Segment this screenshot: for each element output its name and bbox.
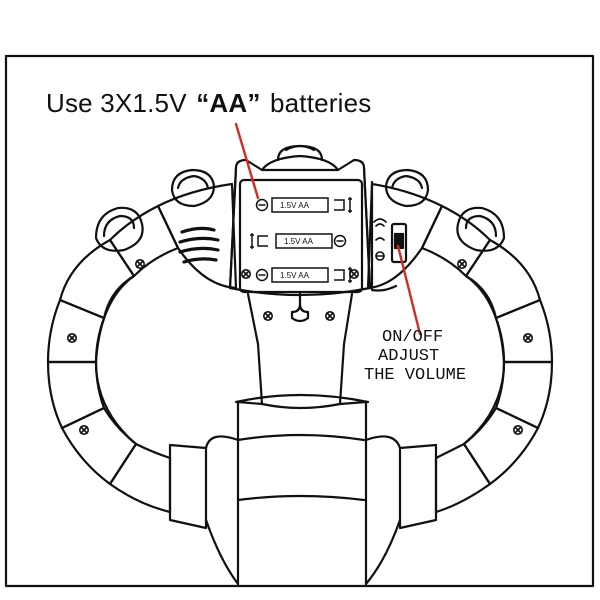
screw-icon [324,310,335,321]
screw-icon [241,268,252,279]
battery-compartment [228,158,372,323]
diagram-frame [4,54,595,588]
battery-instruction-suffix: batteries [269,88,372,118]
screw-icon [456,258,467,269]
switch-pointer [396,244,422,336]
battery-cells: 1.5V AA 1.5V AA 1.5V AA [250,197,352,283]
screw-icon [135,258,146,269]
pointer-lines [234,122,422,336]
screws [67,258,533,435]
screw-icon [79,424,90,435]
right-strap [398,443,438,530]
toy-body [168,292,438,586]
screw-icon [522,332,533,343]
screw-icon [262,310,273,321]
battery-cell: 1.5V AA [255,197,352,213]
battery-instruction: Use 3X1.5V “AA” batteries [46,88,372,119]
battery-cell-label: 1.5V AA [280,271,310,280]
battery-cell: 1.5V AA [255,267,352,283]
head-top [260,144,340,172]
battery-cell-label: 1.5V AA [280,201,310,210]
battery-cell: 1.5V AA [250,233,347,249]
screw-icon [348,268,359,279]
switch-note: ON/OFF ADJUST THE VOLUME [364,328,466,385]
volume-switch[interactable] [390,222,408,264]
left-inner-contour [94,274,138,446]
speaker-grille [178,226,220,264]
left-shoulder-buttons [94,168,216,252]
screw-icon [67,332,78,343]
switch-note-line1: ON/OFF [382,328,444,347]
switch-note-line3: THE VOLUME [364,366,467,385]
screw-icon [512,424,523,435]
battery-type: “AA” [196,88,261,118]
battery-pointer [234,122,260,200]
switch-note-line2: ADJUST [378,347,440,366]
battery-instruction-prefix: Use 3X1.5V [46,88,187,118]
battery-cell-label: 1.5V AA [284,237,314,246]
right-inner-contour [462,274,506,446]
left-strap [168,443,208,530]
right-shoulder-buttons [384,168,506,252]
